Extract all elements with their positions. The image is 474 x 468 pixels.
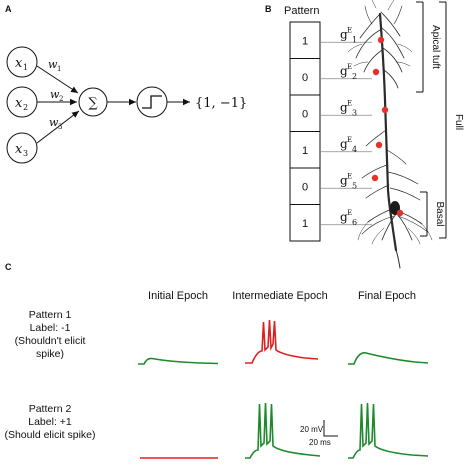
- conductance-sub: 3: [352, 108, 357, 117]
- sum-symbol: ∑: [88, 96, 98, 111]
- full-bracket: [439, 1, 447, 239]
- input-node-1: x 1: [6, 46, 38, 78]
- step-activation-node: [136, 86, 168, 118]
- conductance-sup: E: [347, 63, 352, 71]
- weight-3-sub: 3: [58, 123, 62, 131]
- input-2-sub: 2: [23, 103, 28, 112]
- input-node-2: x 2: [6, 86, 38, 118]
- panel-a: A x 1 x 2 x 3 w 1 w 2 w: [5, 4, 247, 164]
- weight-1-base: w: [48, 58, 58, 71]
- synapse-6: [396, 209, 404, 217]
- pattern-title: Pattern: [284, 5, 319, 17]
- conductance-sup: E: [347, 136, 352, 144]
- weight-3: w 3: [49, 116, 62, 131]
- pattern-cell-value: 1: [302, 218, 308, 230]
- trace-p2-final: [348, 402, 429, 459]
- synapse-5: [371, 174, 379, 182]
- conductance-g: g: [340, 210, 348, 224]
- pattern-1-note-cont: spike): [36, 348, 64, 360]
- panel-c: C Initial Epoch Intermediate Epoch Final…: [4, 262, 429, 459]
- weight-1-sub: 1: [57, 65, 61, 73]
- apical-tuft-label: Apical tuft: [430, 25, 441, 69]
- conductance-sub: 1: [352, 35, 357, 44]
- pattern-1-label: Label: -1: [30, 322, 71, 334]
- neuron-morphology: [347, 0, 433, 269]
- conductance-g: g: [340, 100, 348, 114]
- conductance-sup: E: [347, 172, 352, 180]
- conductance-g: g: [340, 64, 348, 78]
- apical-tuft-bracket: [416, 1, 424, 93]
- epoch-header-final: Final Epoch: [358, 290, 416, 302]
- pattern-1-name: Pattern 1: [29, 309, 72, 321]
- synapse-4: [375, 141, 383, 149]
- sum-node: ∑: [78, 87, 108, 117]
- edge-3: [36, 110, 80, 144]
- basal-label: Basal: [434, 201, 445, 226]
- weight-2-sub: 2: [59, 95, 63, 103]
- input-node-3: x 3: [6, 132, 38, 164]
- conductance-sub: 6: [352, 218, 357, 227]
- epoch-header-initial: Initial Epoch: [148, 290, 208, 302]
- panel-label-b: B: [265, 4, 272, 14]
- synapse-1: [377, 36, 385, 44]
- input-1-sub: 1: [23, 63, 28, 72]
- edge-1: [36, 65, 79, 94]
- conductance-g: g: [340, 27, 348, 41]
- input-3-base: x: [15, 142, 23, 157]
- weight-2: w 2: [50, 88, 63, 103]
- pattern-cell-value: 1: [302, 145, 308, 157]
- conductance-sub: 2: [352, 72, 357, 81]
- step-function-icon: [142, 95, 162, 109]
- weight-1: w 1: [48, 58, 61, 73]
- panel-label-a: A: [5, 4, 12, 14]
- pattern-cell-value: 0: [302, 108, 308, 120]
- synapse-2: [372, 68, 380, 76]
- pattern-cell: [289, 204, 321, 242]
- trace-p1-initial: [138, 357, 219, 365]
- conductance-sub: 5: [352, 181, 357, 190]
- trace-p2-intermediate: [245, 402, 321, 459]
- pattern-cell-value: 1: [302, 35, 308, 47]
- weight-3-base: w: [49, 116, 59, 129]
- synapse-3: [381, 106, 389, 114]
- conductance-sup: E: [347, 99, 352, 107]
- conductance-g: g: [340, 137, 348, 151]
- conductance-sub: 4: [352, 145, 357, 154]
- conductance-sup: E: [347, 26, 352, 34]
- pattern-1-note: (Shouldn't elicit: [15, 335, 86, 347]
- input-1-base: x: [15, 56, 23, 71]
- input-2-base: x: [15, 96, 23, 111]
- scale-bar-voltage: 20 mV: [300, 425, 324, 434]
- scale-bar: [323, 420, 338, 437]
- conductance-g: g: [340, 173, 348, 187]
- pattern-2-note: (Should elicit spike): [4, 429, 95, 441]
- scale-bar-time: 20 ms: [309, 438, 331, 447]
- input-3-sub: 3: [23, 149, 28, 158]
- epoch-header-intermediate: Intermediate Epoch: [232, 290, 327, 302]
- full-label: Full: [453, 114, 464, 130]
- trace-p1-intermediate: [245, 319, 319, 364]
- weight-2-base: w: [50, 88, 60, 101]
- conductance-sup: E: [347, 209, 352, 217]
- pattern-cell-value: 0: [302, 181, 308, 193]
- pattern-cell-value: 0: [302, 72, 308, 84]
- synapse-markers: [371, 36, 404, 217]
- pattern-2-name: Pattern 2: [29, 403, 72, 415]
- trace-p1-final: [348, 352, 429, 365]
- pattern-connectors: [320, 41, 372, 226]
- pattern-2-label: Label: +1: [28, 416, 72, 428]
- pattern-column: 1 0 0 1 0 1: [289, 21, 321, 242]
- output-set: {1, −1}: [195, 96, 247, 111]
- panel-label-c: C: [5, 262, 12, 272]
- basal-bracket: [420, 191, 428, 237]
